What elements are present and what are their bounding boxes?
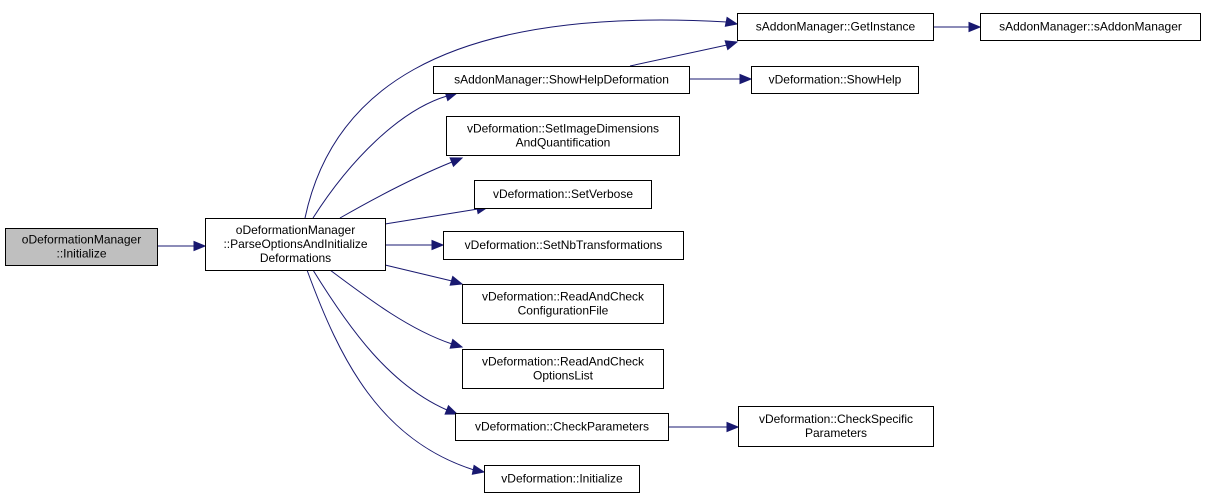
node-box <box>737 13 934 41</box>
arrowhead-icon <box>739 73 753 85</box>
node-label: oDeformationManager <box>236 223 355 237</box>
node-function[interactable]: sAddonManager::ShowHelpDeformation <box>433 66 690 94</box>
node-label: sAddonManager::GetInstance <box>756 20 916 34</box>
edge-line <box>384 208 479 225</box>
node-function[interactable]: oDeformationManager::ParseOptionsAndInit… <box>205 218 386 271</box>
node-box <box>446 116 680 156</box>
node-label: OptionsList <box>533 369 594 383</box>
node-function[interactable]: vDeformation::ShowHelp <box>751 66 919 94</box>
arrowhead-icon <box>193 240 207 252</box>
node-label: vDeformation::ReadAndCheck <box>482 290 645 304</box>
arrowhead-icon <box>449 157 464 168</box>
node-function[interactable]: vDeformation::Initialize <box>484 465 640 493</box>
node-function[interactable]: vDeformation::SetImageDimensionsAndQuant… <box>446 116 680 156</box>
node-function[interactable]: sAddonManager::GetInstance <box>737 13 934 41</box>
node-box <box>455 413 669 441</box>
node-label: sAddonManager::ShowHelpDeformation <box>454 73 669 87</box>
edge-n1-n9 <box>384 264 464 286</box>
node-function[interactable]: vDeformation::SetVerbose <box>474 180 652 209</box>
node-function[interactable]: sAddonManager::sAddonManager <box>980 13 1201 41</box>
node-label: sAddonManager::sAddonManager <box>999 20 1182 34</box>
node-box <box>462 349 664 389</box>
node-label: vDeformation::Initialize <box>501 472 623 486</box>
node-label: Deformations <box>260 251 331 265</box>
node-box <box>484 465 640 493</box>
node-label: vDeformation::CheckSpecific <box>759 412 913 426</box>
node-current-function: oDeformationManager::Initialize <box>5 228 158 266</box>
edge-n1-n6 <box>339 157 464 219</box>
arrowhead-icon <box>449 338 464 349</box>
edges-layer <box>157 16 982 475</box>
edge-n2-n3 <box>933 21 982 33</box>
edge-n1-n10 <box>329 269 464 349</box>
edge-n1-n11 <box>312 269 459 415</box>
arrowhead-icon <box>968 21 982 33</box>
node-box <box>462 284 664 324</box>
arrowhead-icon <box>444 404 459 415</box>
edge-n4-n2 <box>629 40 739 67</box>
edge-n1-n4 <box>312 91 459 219</box>
node-box <box>738 406 934 447</box>
arrowhead-icon <box>726 421 740 433</box>
arrowhead-icon <box>724 40 739 51</box>
edge-line <box>312 95 448 219</box>
edge-n1-n13 <box>306 269 486 475</box>
edge-line <box>629 44 728 67</box>
edge-n1-n7 <box>384 204 490 225</box>
edge-n1-n8 <box>385 239 445 251</box>
edge-n1-n2 <box>304 16 739 219</box>
nodes-layer: oDeformationManager::InitializeoDeformat… <box>5 13 1201 493</box>
node-label: ConfigurationFile <box>518 304 609 318</box>
edge-line <box>329 269 453 345</box>
node-label: vDeformation::CheckParameters <box>475 420 649 434</box>
arrowhead-icon <box>431 239 445 251</box>
node-label: oDeformationManager <box>22 233 141 247</box>
node-label: AndQuantification <box>516 136 611 150</box>
edge-n0-n1 <box>157 240 207 252</box>
node-label: vDeformation::ReadAndCheck <box>482 355 645 369</box>
node-label: vDeformation::ShowHelp <box>769 73 902 87</box>
node-box <box>205 218 386 271</box>
node-label: ::ParseOptionsAndInitialize <box>223 237 367 251</box>
node-label: Parameters <box>805 426 867 440</box>
node-box <box>474 180 652 209</box>
node-label: vDeformation::SetNbTransformations <box>465 238 663 252</box>
node-label: vDeformation::SetImageDimensions <box>467 122 659 136</box>
node-box <box>5 228 158 266</box>
node-function[interactable]: vDeformation::ReadAndCheckConfigurationF… <box>462 284 664 324</box>
node-box <box>980 13 1201 41</box>
arrowhead-icon <box>471 464 486 475</box>
node-box <box>433 66 690 94</box>
edge-line <box>306 269 475 471</box>
edge-n4-n5 <box>689 73 753 85</box>
edge-line <box>312 269 448 411</box>
edge-line <box>304 19 728 219</box>
node-label: ::Initialize <box>56 247 106 261</box>
node-box <box>443 231 684 260</box>
edge-n11-n12 <box>668 421 740 433</box>
edge-line <box>384 264 453 282</box>
node-function[interactable]: vDeformation::CheckParameters <box>455 413 669 441</box>
arrowhead-icon <box>724 16 739 27</box>
edge-line <box>339 161 453 219</box>
node-box <box>751 66 919 94</box>
arrowhead-icon <box>449 275 464 286</box>
node-function[interactable]: vDeformation::SetNbTransformations <box>443 231 684 260</box>
node-label: vDeformation::SetVerbose <box>493 187 633 201</box>
